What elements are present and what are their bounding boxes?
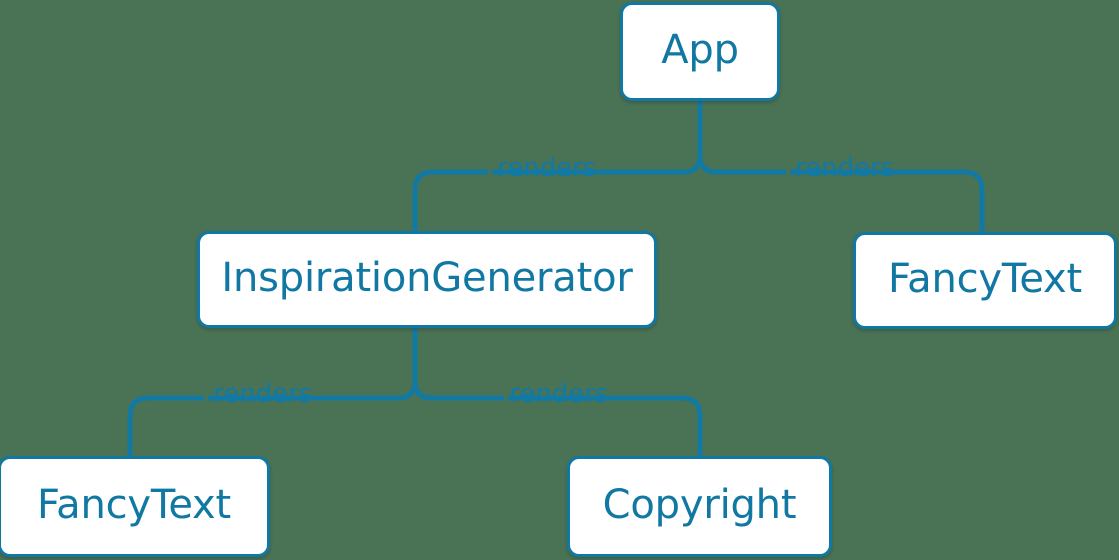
node-copyright[interactable]: Copyright <box>567 456 832 557</box>
edge-label-ig-to-copyright: renders <box>509 379 609 409</box>
edge-label-app-to-fancytext-right: renders <box>795 153 895 183</box>
node-fancytext-right[interactable]: FancyText <box>853 232 1117 329</box>
node-app-label: App <box>661 27 739 73</box>
node-inspirationgenerator[interactable]: InspirationGenerator <box>197 231 657 328</box>
node-fancytext-left-label: FancyText <box>37 482 231 528</box>
edge-label-ig-to-fancytext-left: renders <box>213 379 313 409</box>
edge-app-to-fancytext-right <box>697 157 985 232</box>
node-copyright-label: Copyright <box>602 482 797 528</box>
node-app[interactable]: App <box>620 2 780 101</box>
node-inspirationgenerator-label: InspirationGenerator <box>221 255 633 301</box>
node-fancytext-left[interactable]: FancyText <box>0 456 270 557</box>
edge-ig-to-copyright <box>412 383 703 456</box>
edge-label-app-to-inspirationgenerator: renders <box>497 153 597 183</box>
node-fancytext-right-label: FancyText <box>888 256 1082 302</box>
